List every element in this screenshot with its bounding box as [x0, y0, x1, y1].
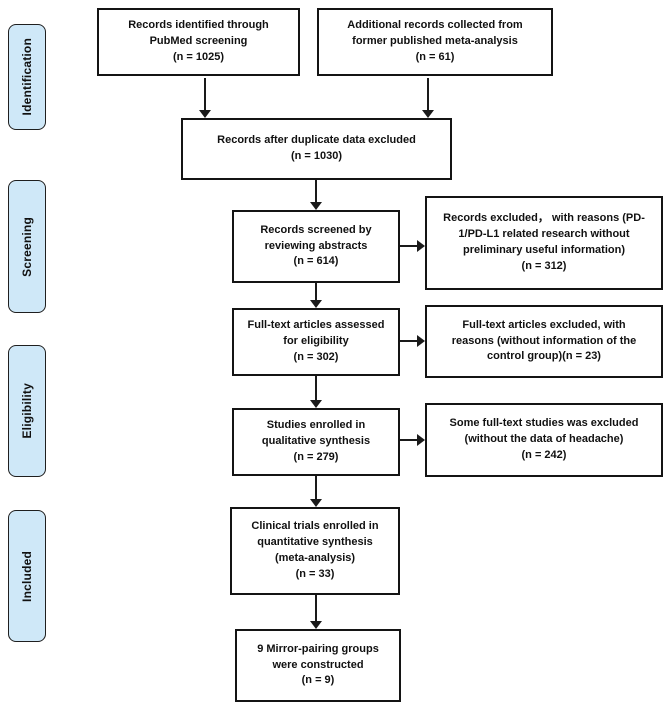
box-fulltext-assessed: Full-text articles assessed for eligibil…	[232, 308, 400, 376]
arrow-screened-to-excluded	[400, 240, 425, 252]
stage-label-text: Identification	[20, 38, 34, 116]
arrow-down-icon	[310, 300, 322, 308]
box-records-identified-pubmed: Records identified through PubMed screen…	[97, 8, 300, 76]
stage-label-included: Included	[8, 510, 46, 642]
stage-label-screening: Screening	[8, 180, 46, 313]
arrow-qualitative-to-excluded	[400, 434, 425, 446]
stage-label-text: Eligibility	[20, 383, 34, 439]
arrow-right-icon	[417, 335, 425, 347]
box-records-excluded-screening: Records excluded， with reasons (PD- 1/PD…	[425, 196, 663, 290]
arrow-down-icon	[310, 400, 322, 408]
arrow-pubmed-to-dedup	[199, 78, 211, 118]
arrow-quantitative-to-mirror	[310, 595, 322, 629]
arrow-screened-to-fulltext	[310, 283, 322, 308]
arrow-right-icon	[417, 240, 425, 252]
box-quantitative-synthesis: Clinical trials enrolled in quantitative…	[230, 507, 400, 595]
box-additional-records: Additional records collected from former…	[317, 8, 553, 76]
arrow-fulltext-to-excluded	[400, 335, 425, 347]
arrow-down-icon	[422, 110, 434, 118]
arrow-down-icon	[310, 621, 322, 629]
stage-label-text: Included	[20, 550, 34, 602]
arrow-qualitative-to-quantitative	[310, 476, 322, 507]
stage-label-eligibility: Eligibility	[8, 345, 46, 477]
box-records-after-duplicates: Records after duplicate data excluded (n…	[181, 118, 452, 180]
arrow-right-icon	[417, 434, 425, 446]
stage-label-identification: Identification	[8, 24, 46, 130]
box-records-screened: Records screened by reviewing abstracts …	[232, 210, 400, 283]
arrow-fulltext-to-qualitative	[310, 376, 322, 408]
box-mirror-pairing-groups: 9 Mirror-pairing groups were constructed…	[235, 629, 401, 702]
arrow-down-icon	[199, 110, 211, 118]
arrow-down-icon	[310, 499, 322, 507]
arrow-additional-to-dedup	[422, 78, 434, 118]
arrow-dedup-to-screened	[310, 180, 322, 210]
arrow-down-icon	[310, 202, 322, 210]
stage-label-text: Screening	[20, 216, 34, 277]
box-excluded-no-headache-data: Some full-text studies was excluded (wit…	[425, 403, 663, 477]
box-fulltext-excluded: Full-text articles excluded, with reason…	[425, 305, 663, 378]
box-qualitative-synthesis: Studies enrolled in qualitative synthesi…	[232, 408, 400, 476]
